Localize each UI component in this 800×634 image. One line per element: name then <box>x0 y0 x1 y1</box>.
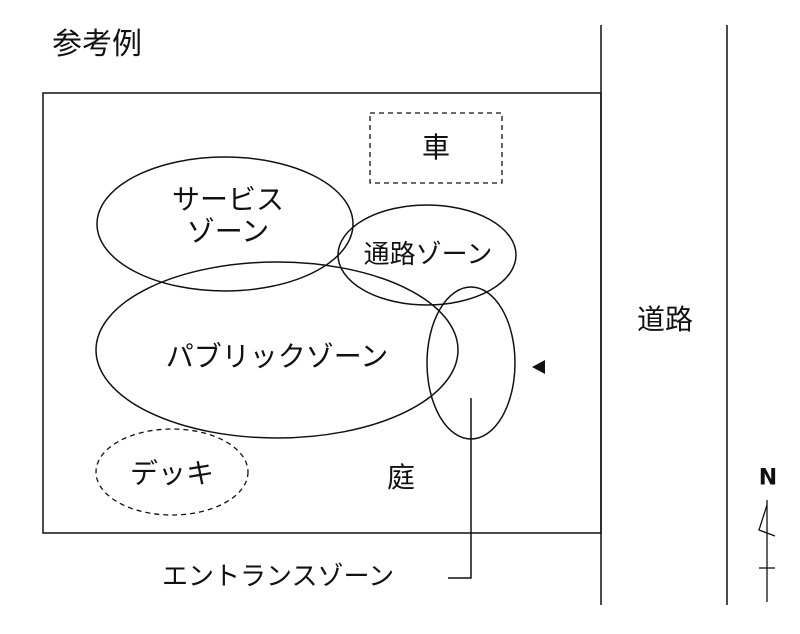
service-zone-label-line1: サービス <box>171 182 285 216</box>
deck-label: デッキ <box>129 456 215 490</box>
passage-zone-ellipse <box>337 204 517 306</box>
north-arrow-icon <box>758 500 776 602</box>
car-label: 車 <box>421 130 451 164</box>
public-zone-label: パブリックゾーン <box>165 339 389 373</box>
car-zone-box <box>369 112 503 184</box>
north-label: N <box>758 465 778 491</box>
service-zone-label: サービス ゾーン <box>171 182 285 248</box>
service-zone-ellipse <box>96 156 354 292</box>
road-label: 道路 <box>636 302 694 336</box>
deck-zone-ellipse <box>95 428 249 516</box>
entrance-leader-line <box>448 398 472 579</box>
service-zone-label-line2: ゾーン <box>186 215 270 248</box>
public-zone-ellipse <box>95 261 459 439</box>
garden-label: 庭 <box>386 460 416 494</box>
entrance-arrow-icon <box>532 360 545 374</box>
lot-boundary <box>42 92 602 534</box>
diagram-title: 参考例 <box>52 27 142 62</box>
passage-zone-label: 通路ゾーン <box>363 240 493 271</box>
entrance-zone-label: エントランスゾーン <box>162 562 395 592</box>
